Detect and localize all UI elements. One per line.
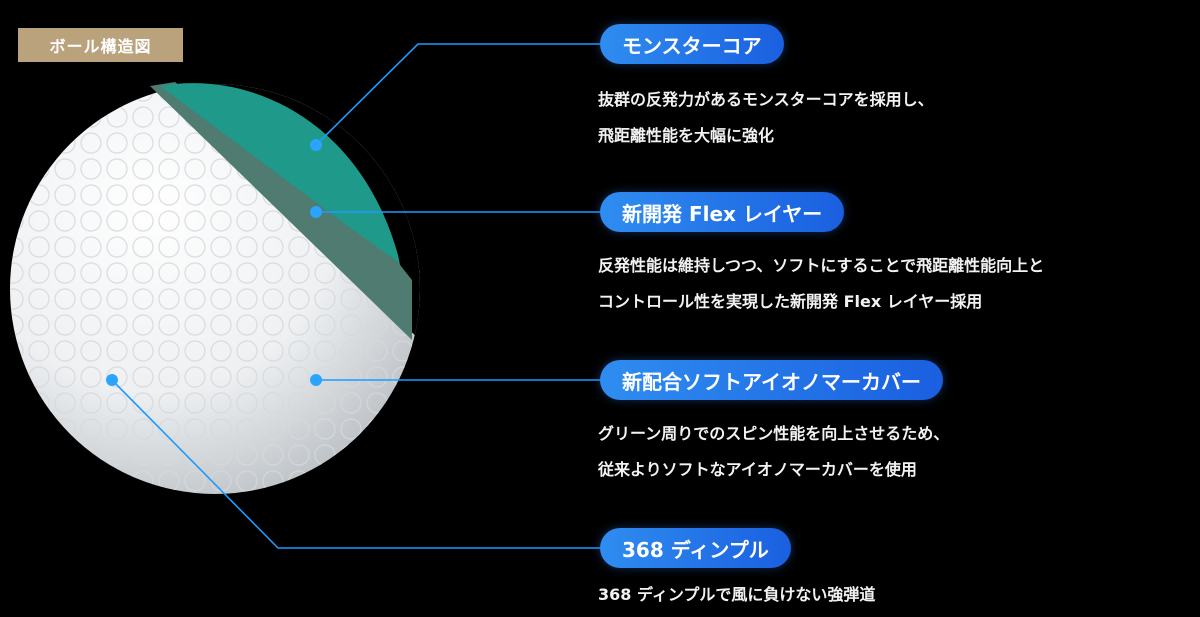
feature-desc-monster-core: 抜群の反発力があるモンスターコアを採用し、 飛距離性能を大幅に強化 (598, 82, 934, 154)
desc-line: 368 ディンプルで風に負けない強弾道 (598, 577, 875, 613)
feature-desc-ionomer-cover: グリーン周りでのスピン性能を向上させるため、 従来よりソフトなアイオノマーカバー… (598, 416, 949, 488)
desc-line: 反発性能は維持しつつ、ソフトにすることで飛距離性能向上と (598, 248, 1044, 284)
desc-line: 従来よりソフトなアイオノマーカバーを使用 (598, 452, 949, 488)
marker-dimple (106, 374, 118, 386)
feature-desc-flex-layer: 反発性能は維持しつつ、ソフトにすることで飛距離性能向上と コントロール性を実現し… (598, 248, 1044, 320)
desc-line: 抜群の反発力があるモンスターコアを採用し、 (598, 82, 934, 118)
feature-pill-monster-core: モンスターコア (600, 24, 784, 64)
feature-desc-dimples: 368 ディンプルで風に負けない強弾道 (598, 577, 875, 613)
feature-pill-dimples: 368 ディンプル (600, 528, 791, 568)
connector-core (316, 44, 604, 145)
desc-line: 飛距離性能を大幅に強化 (598, 118, 934, 154)
marker-core (310, 139, 322, 151)
marker-cover (310, 374, 322, 386)
marker-flex (310, 206, 322, 218)
feature-pill-ionomer-cover: 新配合ソフトアイオノマーカバー (600, 360, 943, 400)
feature-pill-flex-layer: 新開発 Flex レイヤー (600, 192, 844, 232)
desc-line: グリーン周りでのスピン性能を向上させるため、 (598, 416, 949, 452)
desc-line: コントロール性を実現した新開発 Flex レイヤー採用 (598, 284, 1044, 320)
